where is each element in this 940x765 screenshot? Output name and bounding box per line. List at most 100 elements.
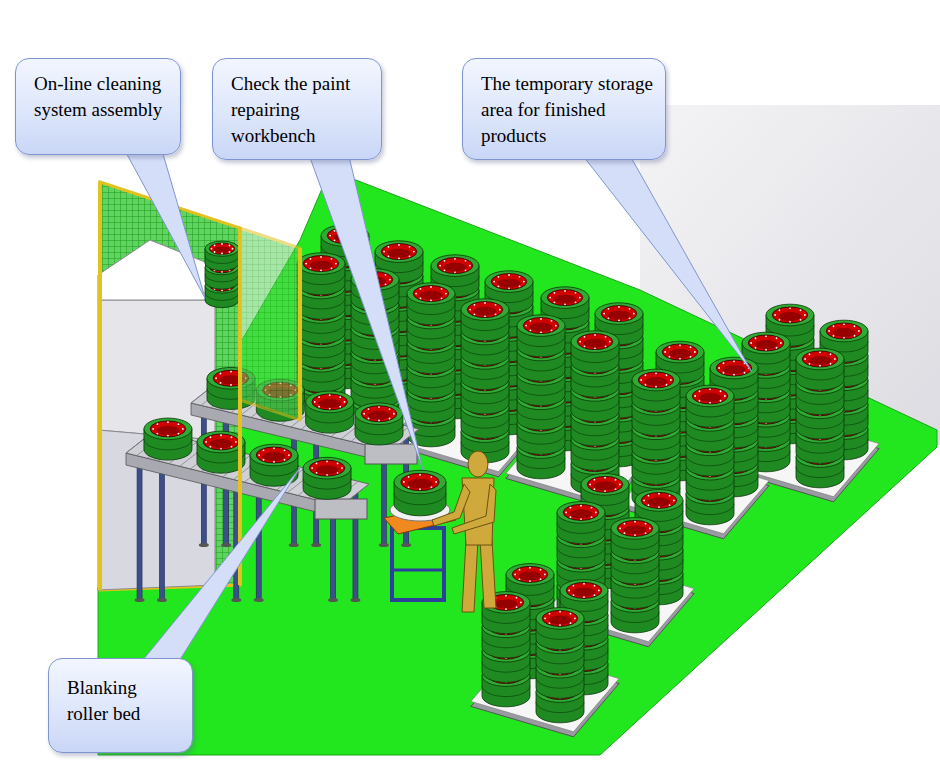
- wheel-bolt: [618, 306, 620, 308]
- wheel-bolt: [335, 263, 337, 265]
- wheel-bolt: [580, 518, 582, 520]
- wheel-bolt: [540, 569, 542, 571]
- wheel-bolt: [310, 267, 312, 269]
- wheel-rim: [541, 287, 589, 309]
- wheel-bolt: [519, 578, 521, 580]
- wheel-bolt: [229, 244, 231, 246]
- wheel-bolt: [843, 323, 845, 325]
- wheel-bolt: [554, 301, 556, 303]
- wheel-groove: [297, 298, 345, 309]
- wheel-groove: [571, 401, 619, 412]
- wheel-disc: [563, 504, 599, 520]
- wheel-bolt: [551, 329, 553, 331]
- wheel-bolt: [530, 329, 532, 331]
- wheel-bolt: [789, 321, 791, 323]
- wheel-bolt: [465, 269, 467, 271]
- wheel-groove: [611, 563, 659, 574]
- wheel-hub: [473, 307, 496, 316]
- wheel-bolt: [744, 372, 746, 374]
- wheel-bolt: [720, 400, 722, 402]
- wheel-groove: [205, 293, 239, 301]
- wheel-disc: [491, 274, 527, 290]
- wheel-groove: [461, 320, 509, 331]
- wheel-bolt: [568, 590, 570, 592]
- wheel-bolt: [430, 299, 432, 301]
- wheel-groove: [796, 467, 844, 478]
- wheel-bolt: [583, 596, 585, 598]
- wheel-bolt: [232, 248, 234, 250]
- wheel-disc: [523, 318, 559, 334]
- wheel-rim: [820, 320, 868, 342]
- wheel-bolt: [570, 507, 572, 509]
- wheel-bolt: [334, 230, 336, 232]
- wheel-bolt: [594, 347, 596, 349]
- wheel-groove: [796, 442, 844, 453]
- wheel-bolt: [619, 484, 621, 486]
- wheel-groove: [611, 539, 659, 550]
- wheel-groove: [632, 415, 680, 426]
- wheel-bolt: [755, 347, 757, 349]
- wheel-bolt: [643, 500, 645, 502]
- wheel-bolt: [645, 532, 647, 534]
- wheel-groove: [571, 376, 619, 387]
- wheel-bolt: [765, 349, 767, 351]
- wheel-bolt: [649, 528, 651, 530]
- wheel-groove: [517, 433, 565, 444]
- wheel-groove: [571, 425, 619, 436]
- wheel-bolt: [605, 336, 607, 338]
- wheel-bolt: [679, 358, 681, 360]
- wheel: [632, 369, 680, 411]
- wheel-bolt: [858, 330, 860, 332]
- wheel-bolt: [679, 344, 681, 346]
- wheel-bolt: [655, 372, 657, 374]
- wheel-bolt: [474, 313, 476, 315]
- wheel-bolt: [320, 256, 322, 258]
- wheel-disc: [748, 335, 784, 351]
- wheel-rim: [766, 304, 814, 326]
- wheel-bolt: [833, 335, 835, 337]
- wheel-bolt: [780, 342, 782, 344]
- wheel-bolt: [833, 325, 835, 327]
- wheel-bolt: [670, 379, 672, 381]
- wheel-hub: [623, 525, 646, 534]
- wheel-bolt: [331, 267, 333, 269]
- wheel-bolt: [690, 346, 692, 348]
- wheel-disc: [617, 520, 653, 536]
- wheel-groove: [632, 390, 680, 401]
- wheel-bolt: [594, 594, 596, 596]
- wheel-hub: [607, 311, 630, 320]
- wheel-rim: [506, 564, 554, 586]
- wheel-bolt: [648, 504, 650, 506]
- wheel-disc: [662, 344, 698, 360]
- wheel-hub: [572, 587, 595, 596]
- wheel-hub: [647, 497, 670, 506]
- wheel-bolt: [389, 279, 391, 281]
- wheel-bolt: [673, 500, 675, 502]
- wheel-bolt: [530, 320, 532, 322]
- wheel-bolt: [525, 325, 527, 327]
- wheel-disc: [437, 258, 473, 274]
- wheel-bolt: [779, 319, 781, 321]
- wheel-disc: [772, 307, 808, 323]
- wheel-bolt: [465, 260, 467, 262]
- wheel-bolt: [439, 265, 441, 267]
- wheel-bolt: [709, 402, 711, 404]
- wheel-bolt: [594, 585, 596, 587]
- wheel-bolt: [779, 309, 781, 311]
- wheel-bolt: [645, 384, 647, 386]
- wheel-groove: [686, 504, 734, 515]
- wheel-bolt: [529, 580, 531, 582]
- wheel-rim: [581, 474, 629, 496]
- wheel-bolt: [750, 342, 752, 344]
- wheel-bolt: [800, 319, 802, 321]
- wheel-bolt: [776, 337, 778, 339]
- wheel-bolt: [493, 281, 495, 283]
- wheel-bolt: [499, 309, 501, 311]
- wheel-disc: [512, 566, 548, 582]
- wheel-bolt: [544, 574, 546, 576]
- wheel-groove: [557, 523, 605, 534]
- wheel-hub: [778, 312, 801, 321]
- wheel-bolt: [413, 251, 415, 253]
- wheel-bolt: [809, 363, 811, 365]
- wheel-bolt: [584, 345, 586, 347]
